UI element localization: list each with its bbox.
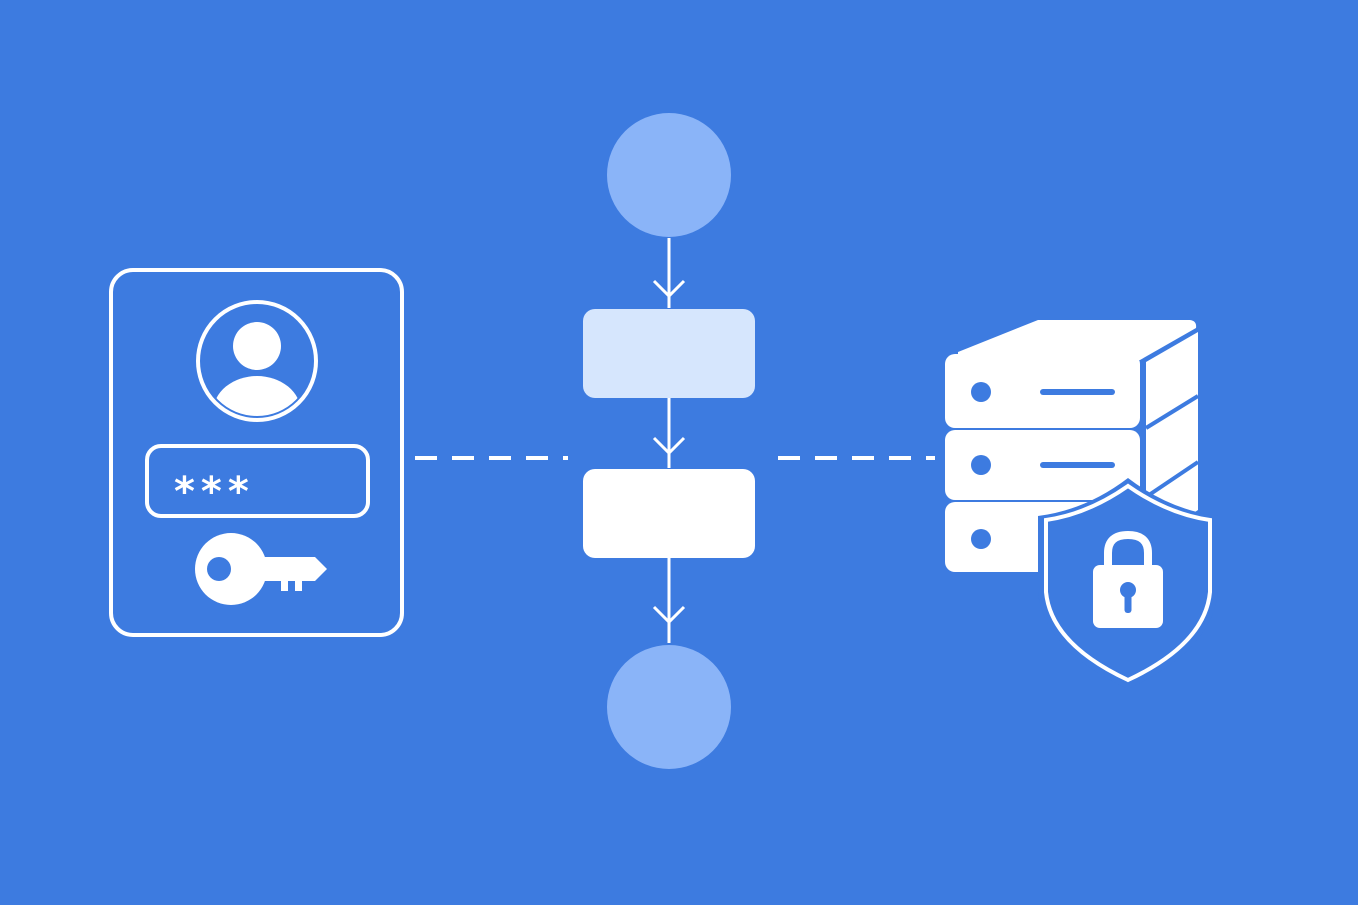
flow-end-node [607, 645, 731, 769]
key-icon [195, 533, 327, 605]
flow-arrowhead-2 [652, 436, 686, 456]
flow-process-node-2 [583, 469, 755, 558]
password-mask: *** [174, 469, 255, 515]
flow-arrowhead-1 [652, 279, 686, 299]
password-field[interactable]: *** [145, 444, 370, 518]
flow-start-node [607, 113, 731, 237]
server-top-face [958, 320, 1197, 360]
login-card: *** [109, 268, 404, 637]
server-unit-1 [945, 354, 1140, 428]
login-card-frame [109, 268, 404, 637]
server-side-face [1146, 332, 1198, 545]
server-unit-2 [945, 430, 1140, 500]
padlock-icon [1093, 530, 1163, 628]
flow-process-node-1 [583, 309, 755, 398]
flowchart [583, 113, 755, 769]
user-avatar-icon [196, 300, 318, 422]
flow-arrowhead-3 [652, 605, 686, 625]
